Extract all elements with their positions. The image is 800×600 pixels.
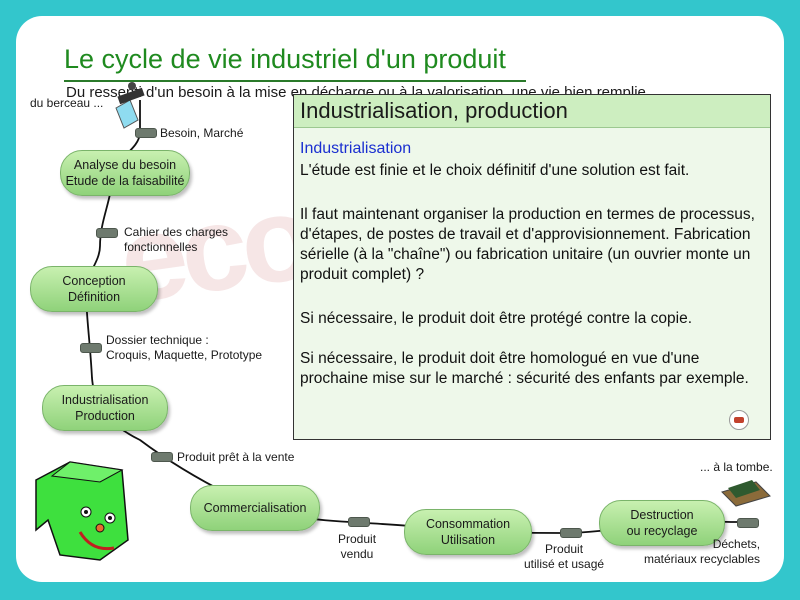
panel-title: Industrialisation, production bbox=[294, 95, 770, 128]
panel-paragraph: L'étude est finie et le choix définitif … bbox=[300, 162, 690, 179]
deliverable-connector bbox=[737, 518, 759, 528]
start-marker-icon bbox=[115, 82, 145, 129]
deliverable-label: Déchets, matériaux recyclables bbox=[644, 537, 761, 566]
deliverable-connector bbox=[560, 528, 582, 538]
arrow-icon bbox=[734, 417, 744, 423]
deliverable-connector bbox=[80, 343, 102, 353]
deliverable-label: Besoin, Marché bbox=[160, 126, 244, 140]
mascot-icon bbox=[35, 461, 129, 561]
deliverable-label: Produit prêt à la vente bbox=[177, 450, 295, 464]
deliverable-label: Cahier des charges fonctionnelles bbox=[124, 225, 229, 254]
start-label: du berceau ... bbox=[30, 96, 104, 110]
panel-paragraph: Il faut maintenant organiser la producti… bbox=[300, 206, 755, 283]
end-marker-icon bbox=[721, 480, 771, 507]
stage-marketing-node[interactable]: Commercialisation bbox=[190, 485, 320, 531]
page-title: Le cycle de vie industriel d'un produit bbox=[64, 44, 506, 74]
deliverable-label: Produit vendu bbox=[338, 532, 377, 561]
deliverable-connector bbox=[151, 452, 173, 462]
deliverable-connector bbox=[348, 517, 370, 527]
panel-heading: Industrialisation bbox=[300, 140, 412, 157]
stage-detail-panel: Industrialisation, production Industrial… bbox=[293, 94, 771, 440]
deliverable-connector bbox=[135, 128, 157, 138]
panel-paragraph: Si nécessaire, le produit doit être homo… bbox=[300, 350, 749, 387]
stage-destruction-node[interactable]: Destruction ou recyclage bbox=[599, 500, 725, 546]
next-button[interactable] bbox=[729, 410, 749, 430]
deliverable-label: Dossier technique : Croquis, Maquette, P… bbox=[106, 333, 263, 362]
deliverable-connector bbox=[96, 228, 118, 238]
stage-consumption-node[interactable]: Consommation Utilisation bbox=[404, 509, 532, 555]
stage-design-node[interactable]: Conception Définition bbox=[30, 266, 158, 312]
title-underline bbox=[64, 80, 526, 82]
end-label: ... à la tombe. bbox=[700, 460, 773, 474]
stage-production-node[interactable]: Industrialisation Production bbox=[42, 385, 168, 431]
panel-paragraph: Si nécessaire, le produit doit être prot… bbox=[300, 310, 693, 327]
stage-analysis-node[interactable]: Analyse du besoin Etude de la faisabilit… bbox=[60, 150, 190, 196]
deliverable-label: Produit utilisé et usagé bbox=[524, 542, 605, 571]
